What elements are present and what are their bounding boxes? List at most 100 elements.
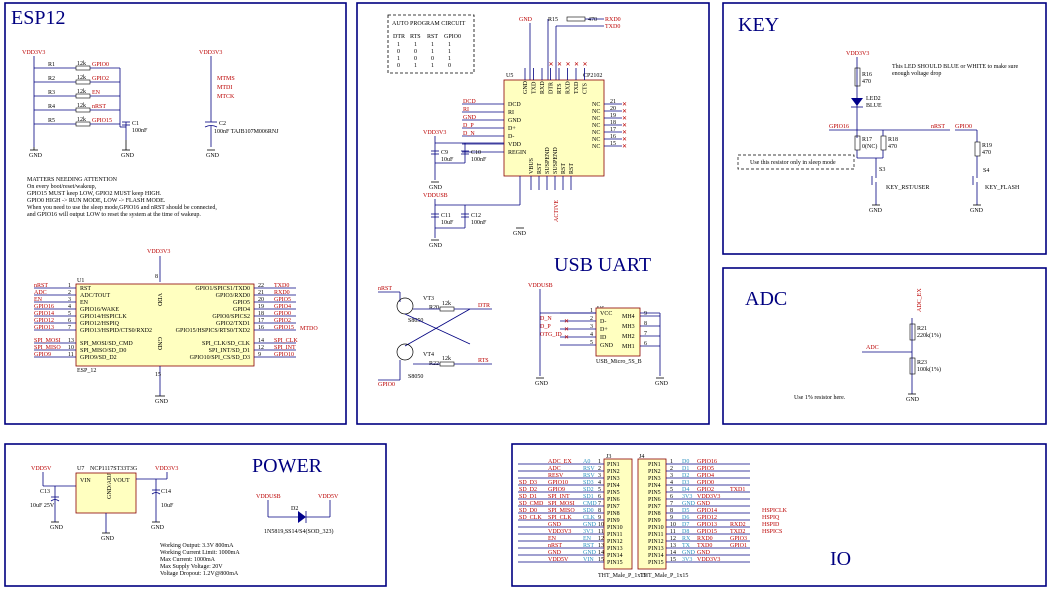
r20-ref: R20 bbox=[429, 305, 439, 311]
pin-name: NC bbox=[592, 123, 600, 129]
pin-number: 21 bbox=[258, 290, 264, 296]
net-label: VDD3V3 bbox=[548, 529, 571, 535]
gnd-label: GND bbox=[655, 381, 669, 387]
table-cell: 1 bbox=[397, 56, 400, 62]
pin-number: 2 bbox=[670, 466, 673, 472]
pin-alias: GND bbox=[682, 550, 696, 556]
pin-alias: RST bbox=[583, 543, 594, 549]
note-line: When you need to use the sleep mode,GPIO… bbox=[27, 205, 217, 211]
pin-number: 3 bbox=[590, 324, 593, 330]
pin-number: 9 bbox=[670, 515, 673, 521]
pin-number: 11 bbox=[68, 352, 74, 358]
pin-number: 15 bbox=[670, 557, 676, 563]
pin-number: 4 bbox=[590, 332, 593, 338]
net-label: SD_CMD bbox=[519, 501, 544, 507]
net-label: GPIO14 bbox=[697, 508, 717, 514]
pin-name: SUSPEND bbox=[545, 147, 551, 174]
net-label: GPIO10 bbox=[274, 352, 294, 358]
pin-number: 1 bbox=[590, 308, 593, 314]
pin-number: 1 bbox=[598, 459, 601, 465]
pin-number: 8 bbox=[644, 321, 647, 327]
u7-vout: VOUT bbox=[113, 478, 130, 484]
pin-name: ADC/TOUT bbox=[80, 293, 111, 299]
pin-number: 6 bbox=[598, 494, 601, 500]
pin-name: PIN14 bbox=[607, 553, 623, 559]
pin-alias: 3V3 bbox=[682, 557, 692, 563]
pin-name: PIN15 bbox=[607, 560, 623, 566]
net-label: RESV bbox=[548, 473, 564, 479]
key-frame bbox=[722, 2, 1047, 255]
net-rxd0: RXD0 bbox=[605, 17, 621, 23]
pin-number: 10 bbox=[670, 522, 676, 528]
j4-body bbox=[637, 458, 667, 570]
pin-name: GPIO1/SPICS1/TXD0 bbox=[195, 286, 250, 292]
resistor-value: 12k bbox=[77, 117, 86, 123]
pin-name: GND bbox=[600, 343, 614, 349]
pin-number: 16 bbox=[610, 134, 616, 140]
pin-name: PIN12 bbox=[648, 539, 664, 545]
u7-vin: VIN bbox=[80, 478, 91, 484]
pin-number: 16 bbox=[258, 325, 264, 331]
net-label: GPIO3 bbox=[730, 536, 747, 542]
pin-name: NC bbox=[592, 137, 600, 143]
r19-ref: R19 bbox=[982, 143, 992, 149]
micro-usb-u6: VDDUSB U6 1VCC2D-D_N✕3D+D_P✕4IDOTG_ID✕5G… bbox=[528, 283, 669, 387]
pin-number: 5 bbox=[590, 340, 593, 346]
net-label: EN bbox=[548, 536, 557, 542]
net-label: DCD bbox=[463, 99, 476, 105]
pin-name: SPI_MISO/SD_D0 bbox=[80, 348, 126, 354]
pin-name: NC bbox=[592, 144, 600, 150]
pin-name: D+ bbox=[600, 327, 608, 333]
pin-name: PIN10 bbox=[648, 525, 664, 531]
gnd-label: GND bbox=[151, 525, 165, 531]
pin-name: GND bbox=[508, 118, 522, 124]
pin-name: GND bbox=[523, 80, 529, 94]
pin-alias: GND bbox=[682, 501, 696, 507]
pin-name: VBUS bbox=[529, 158, 535, 174]
spec-line: Working Output: 3.3V 800mA bbox=[160, 543, 234, 549]
pin-name: PIN4 bbox=[607, 483, 620, 489]
pin-name: EN bbox=[80, 300, 89, 306]
net-vdd3v3: VDD3V3 bbox=[155, 466, 178, 472]
pin-name: NC bbox=[592, 130, 600, 136]
pin-name: PIN4 bbox=[648, 483, 661, 489]
pin-alias: 3V3 bbox=[682, 494, 692, 500]
pin-alias: RSV bbox=[583, 466, 595, 472]
pin-number: 4 bbox=[68, 304, 71, 310]
net-label: GND bbox=[548, 522, 562, 528]
net-label: HSPIQ bbox=[762, 515, 780, 521]
resistor-value: 12k bbox=[77, 103, 86, 109]
gnd-label: GND bbox=[206, 153, 220, 159]
net-label: GPIO4 bbox=[697, 473, 714, 479]
net-label: nRST bbox=[548, 543, 562, 549]
key-circuit: VDD3V3 R16 470 LED2 BLUE This LED SHOULD… bbox=[737, 51, 1020, 214]
net-label: VDD3V3 bbox=[697, 557, 720, 563]
net-label: HSPICLK bbox=[762, 508, 788, 514]
u7-gndadj: GND/ADJ bbox=[107, 473, 113, 499]
pin-name: GPIO4 bbox=[233, 307, 250, 313]
pin-number: 20 bbox=[258, 297, 264, 303]
net-label: GPIO2 bbox=[92, 76, 109, 82]
table-cell: 0 bbox=[448, 63, 451, 69]
pin-name: TXD bbox=[574, 81, 580, 94]
c2-val: 100nF TAJB107M006RNJ bbox=[214, 129, 279, 135]
net-vddusb: VDDUSB bbox=[256, 494, 281, 500]
note-line: GPIO0 HIGH -> RUN MODE, LOW -> FLASH MOD… bbox=[27, 198, 166, 204]
net-label: GPIO14 bbox=[34, 311, 54, 317]
gnd-top: GND bbox=[519, 17, 533, 23]
pin-alias: D2 bbox=[682, 473, 689, 479]
no-connect-x: ✕ bbox=[564, 335, 569, 341]
pin-name: RST bbox=[569, 163, 575, 174]
pin-name: SUSPEND bbox=[553, 147, 559, 174]
gnd-label: GND bbox=[121, 153, 135, 159]
pin-number: 12 bbox=[670, 536, 676, 542]
pin-alias: RX bbox=[682, 536, 691, 542]
u6-name: USB_Micro_5S_B bbox=[596, 359, 642, 365]
net-label: GPIO12 bbox=[34, 318, 54, 324]
key-flash-label: KEY_FLASH bbox=[985, 185, 1020, 191]
esp-mtdi-block: VDD3V3 MTMS MTDI MTCK C2 100nF TAJB107M0… bbox=[199, 50, 279, 159]
key-rst-label: KEY_RST/USER bbox=[886, 185, 929, 191]
net-mtck: MTCK bbox=[217, 94, 235, 100]
pin-alias: A0 bbox=[583, 459, 590, 465]
r15-ref: R15 bbox=[548, 17, 558, 23]
